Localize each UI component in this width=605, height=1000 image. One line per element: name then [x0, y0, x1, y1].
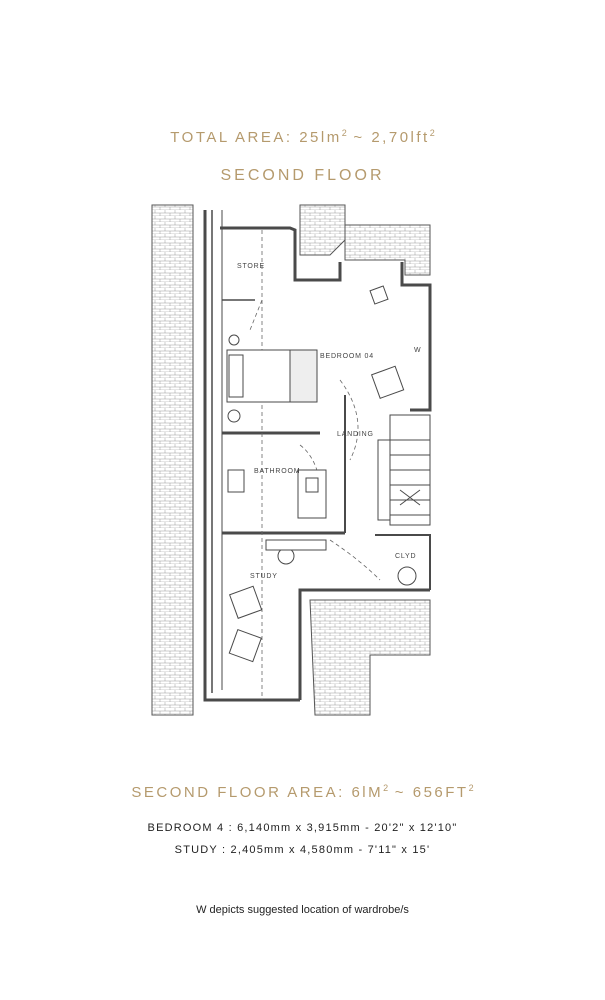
clyd-wall	[375, 534, 431, 590]
floor-area-value-ft: 656FT	[412, 784, 469, 801]
bed-icon	[226, 334, 318, 423]
room-label-study: STUDY	[250, 573, 278, 580]
room-label-wardrobe: W	[414, 347, 421, 354]
study-wall-right	[298, 588, 430, 700]
wardrobe-note: W depicts suggested location of wardrobe…	[196, 904, 409, 916]
left-roof-strip	[151, 204, 194, 716]
floor-area-sup-m: 2	[383, 783, 389, 793]
chair-icons	[228, 285, 417, 663]
floor-plan-diagram: STORE BEDROOM 04 W LANDING BATHROOM STUD…	[151, 204, 432, 716]
floor-area-separator: ~	[394, 784, 407, 801]
spec-study: STUDY : 2,405mm x 4,580mm - 7'11" x 15'	[174, 844, 431, 856]
total-area-sup-m: 2	[341, 128, 347, 138]
total-area-value-ft: 2,70lft	[371, 129, 430, 146]
floor-title: SECOND FLOOR	[220, 167, 385, 184]
total-area-sup-ft: 2	[429, 128, 435, 138]
total-area-heading: TOTAL AREA: 25lm2 ~ 2,70lft2	[0, 128, 605, 146]
room-label-store: STORE	[237, 263, 265, 270]
room-label-bathroom: BATHROOM	[254, 468, 300, 475]
room-label-landing: LANDING	[337, 431, 374, 438]
staircase	[377, 414, 431, 526]
total-area-value-m: 25lm	[299, 129, 342, 146]
floor-area-sup-ft: 2	[468, 783, 474, 793]
bottom-right-roof-brick	[309, 599, 431, 716]
chimney-brick	[299, 204, 346, 256]
total-area-label: TOTAL AREA:	[170, 129, 293, 146]
outer-wall-left	[203, 210, 300, 702]
total-area-separator: ~	[353, 129, 365, 146]
bedroom-wall-right	[400, 262, 432, 412]
floor-area-label: SECOND FLOOR AREA:	[131, 784, 345, 801]
floor-area-value-m: 6lM	[351, 784, 384, 801]
spec-bedroom: BEDROOM 4 : 6,140mm x 3,915mm - 20'2" x …	[147, 822, 458, 834]
store-wall-top	[220, 226, 342, 282]
room-label-clyd: CLYD	[395, 553, 416, 560]
bathroom-fixtures	[227, 469, 327, 551]
top-right-roof-brick	[344, 224, 431, 276]
floor-area-heading: SECOND FLOOR AREA: 6lM2 ~ 656FT2	[0, 783, 605, 801]
room-label-bedroom: BEDROOM 04	[320, 353, 374, 360]
